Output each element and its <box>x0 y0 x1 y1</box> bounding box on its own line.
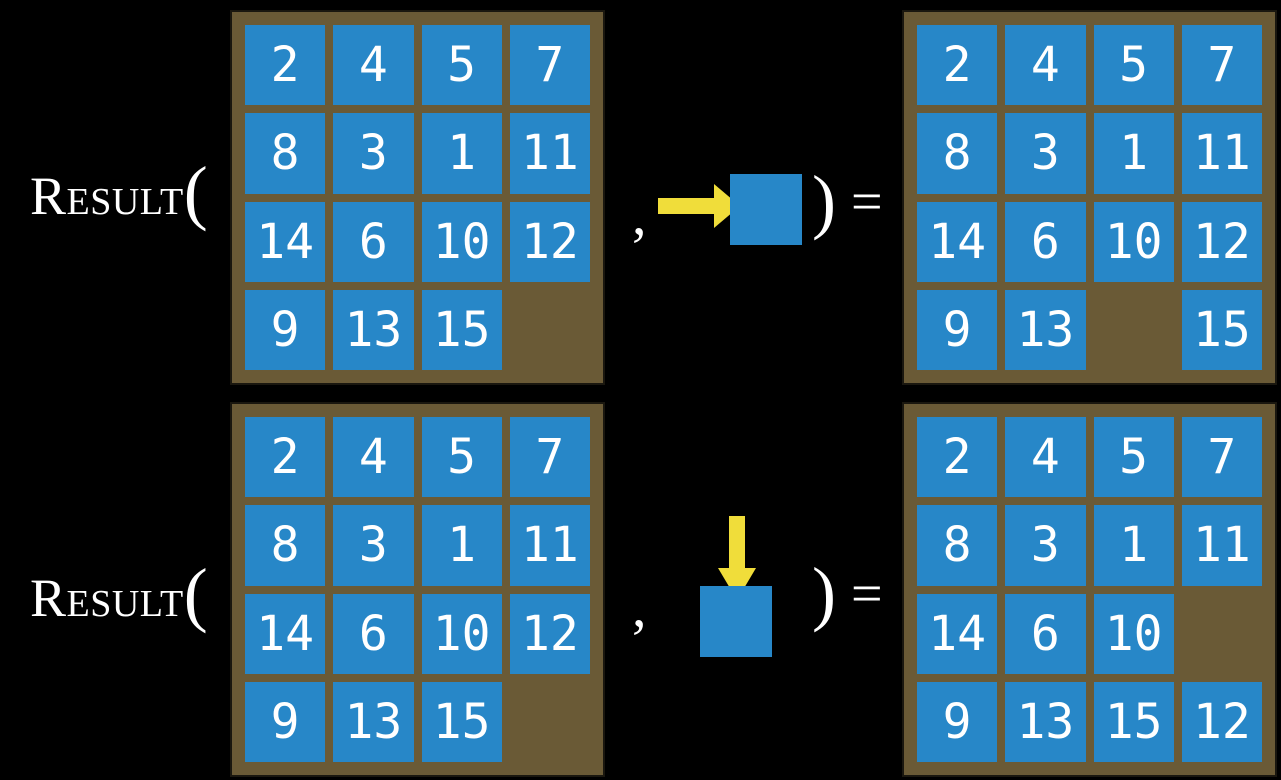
equals-sign: = <box>850 171 883 233</box>
tile-12: 12 <box>509 593 590 674</box>
tile-9: 9 <box>245 289 326 370</box>
tile-14: 14 <box>917 593 998 674</box>
tile-3: 3 <box>333 113 414 194</box>
tile-4: 4 <box>333 25 414 106</box>
blank-cell <box>510 682 590 762</box>
tile-3: 3 <box>1005 113 1086 194</box>
close-paren: ) <box>812 553 836 633</box>
tile-8: 8 <box>917 113 998 194</box>
tile-4: 4 <box>1005 25 1086 106</box>
comma-separator: , <box>632 182 647 247</box>
blank-cell <box>510 290 590 370</box>
tile-2: 2 <box>917 417 998 498</box>
tile-15: 15 <box>1181 289 1262 370</box>
tile-10: 10 <box>1093 201 1174 282</box>
tile-14: 14 <box>245 201 326 282</box>
tile-6: 6 <box>1005 201 1086 282</box>
tile-5: 5 <box>1093 25 1174 106</box>
tile-7: 7 <box>1181 417 1262 498</box>
move-right-action <box>658 184 740 233</box>
result-function-label: Result( <box>30 150 208 242</box>
tile-15: 15 <box>421 681 502 762</box>
tile-1: 1 <box>1093 505 1174 586</box>
tile-5: 5 <box>421 25 502 106</box>
tile-7: 7 <box>509 417 590 498</box>
open-paren: ( <box>183 554 208 634</box>
tile-12: 12 <box>509 201 590 282</box>
tile-14: 14 <box>245 593 326 674</box>
tile-15: 15 <box>421 289 502 370</box>
tile-9: 9 <box>917 681 998 762</box>
tile-8: 8 <box>917 505 998 586</box>
tile-5: 5 <box>421 417 502 498</box>
tile-11: 11 <box>509 505 590 586</box>
tile-1: 1 <box>1093 113 1174 194</box>
tile-10: 10 <box>1093 593 1174 674</box>
tile-12: 12 <box>1181 681 1262 762</box>
blank-cell <box>1182 594 1262 674</box>
action-tile-square <box>730 174 802 245</box>
tile-10: 10 <box>421 593 502 674</box>
equals-sign: = <box>850 563 883 625</box>
tile-4: 4 <box>1005 417 1086 498</box>
tile-6: 6 <box>333 593 414 674</box>
close-paren: ) <box>812 161 836 241</box>
tile-11: 11 <box>1181 505 1262 586</box>
tile-6: 6 <box>333 201 414 282</box>
move-down-action <box>718 516 756 605</box>
tile-12: 12 <box>1181 201 1262 282</box>
tile-9: 9 <box>917 289 998 370</box>
tile-11: 11 <box>509 113 590 194</box>
tile-2: 2 <box>245 417 326 498</box>
close-paren-equals: ) = <box>812 159 883 251</box>
tile-14: 14 <box>917 201 998 282</box>
tile-4: 4 <box>333 417 414 498</box>
blank-cell <box>1094 290 1174 370</box>
tile-9: 9 <box>245 681 326 762</box>
tile-7: 7 <box>1181 25 1262 106</box>
function-name: Result <box>30 166 184 226</box>
tile-3: 3 <box>1005 505 1086 586</box>
tile-10: 10 <box>421 201 502 282</box>
down-arrow-icon <box>718 516 756 600</box>
tile-6: 6 <box>1005 593 1086 674</box>
close-paren-equals: ) = <box>812 551 883 643</box>
tile-2: 2 <box>245 25 326 106</box>
tile-2: 2 <box>917 25 998 106</box>
tile-11: 11 <box>1181 113 1262 194</box>
tile-13: 13 <box>1005 681 1086 762</box>
comma-separator: , <box>632 574 647 639</box>
tile-8: 8 <box>245 505 326 586</box>
function-name: Result <box>30 568 184 628</box>
tile-8: 8 <box>245 113 326 194</box>
tile-13: 13 <box>1005 289 1086 370</box>
right-arrow-icon <box>658 184 740 228</box>
tile-1: 1 <box>421 505 502 586</box>
tile-13: 13 <box>333 289 414 370</box>
action-tile-square <box>700 586 772 657</box>
tile-1: 1 <box>421 113 502 194</box>
tile-7: 7 <box>509 25 590 106</box>
tile-13: 13 <box>333 681 414 762</box>
tile-5: 5 <box>1093 417 1174 498</box>
tile-15: 15 <box>1093 681 1174 762</box>
result-function-label: Result( <box>30 552 208 644</box>
open-paren: ( <box>183 152 208 232</box>
tile-3: 3 <box>333 505 414 586</box>
